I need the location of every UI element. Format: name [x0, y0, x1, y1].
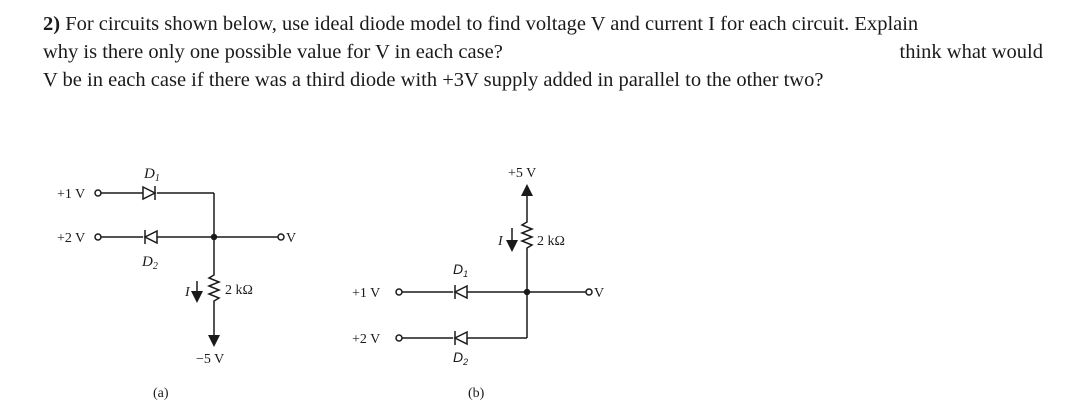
label-b-src2: +2 V	[352, 332, 380, 347]
terminal-b-out	[585, 288, 593, 296]
node-b-junction	[523, 288, 531, 296]
node-a-junction	[210, 233, 218, 241]
resistor-b	[519, 206, 535, 338]
label-a-supply: −5 V	[196, 352, 224, 367]
resistor-a	[206, 272, 222, 330]
question-line-3: V be in each case if there was a third d…	[43, 69, 824, 91]
label-b-d1: D1	[453, 261, 468, 279]
label-b-d2: D2	[453, 349, 468, 367]
terminal-b-1v	[395, 288, 403, 296]
diode-a-d2	[143, 229, 158, 245]
diode-b-d2	[453, 330, 468, 346]
caption-b: (b)	[468, 386, 485, 401]
caption-a: (a)	[153, 386, 169, 401]
label-a-d1: D1	[143, 166, 160, 184]
circuit-b	[395, 184, 593, 346]
diode-a-d1	[142, 185, 157, 201]
terminal-b-2v	[395, 334, 403, 342]
label-a-resistor: 2 kΩ	[225, 283, 253, 298]
label-a-d2: D2	[141, 254, 158, 272]
question-line-2-left: why is there only one possible value for…	[43, 41, 503, 63]
label-a-src1: +1 V	[57, 187, 85, 202]
question-number: 2)	[43, 13, 61, 35]
label-b-supply: +5 V	[508, 166, 536, 181]
label-a-out: V	[286, 231, 296, 246]
label-b-out: V	[594, 286, 604, 301]
label-b-current: I	[497, 234, 504, 249]
circuit-a-labels: +1 V +2 V D1 D2 V I 2 kΩ −5 V (a)	[57, 166, 296, 401]
question-line-2-right: think what would	[899, 41, 1044, 63]
terminal-a-out	[277, 233, 285, 241]
label-b-src1: +1 V	[352, 286, 380, 301]
question-line-1-text: For circuits shown below, use ideal diod…	[65, 13, 919, 35]
terminal-a-2v	[94, 233, 102, 241]
question-line-1: 2) For circuits shown below, use ideal d…	[43, 10, 918, 38]
label-a-current: I	[184, 285, 191, 300]
label-a-src2: +2 V	[57, 231, 85, 246]
circuit-b-labels: +5 V I 2 kΩ +1 V +2 V D1 D2 V (b)	[352, 166, 604, 401]
terminal-a-1v	[94, 189, 102, 197]
question-line-2: why is there only one possible value for…	[43, 38, 1043, 66]
diode-b-d1	[453, 284, 468, 300]
label-b-resistor: 2 kΩ	[537, 234, 565, 249]
circuit-a	[94, 185, 285, 347]
